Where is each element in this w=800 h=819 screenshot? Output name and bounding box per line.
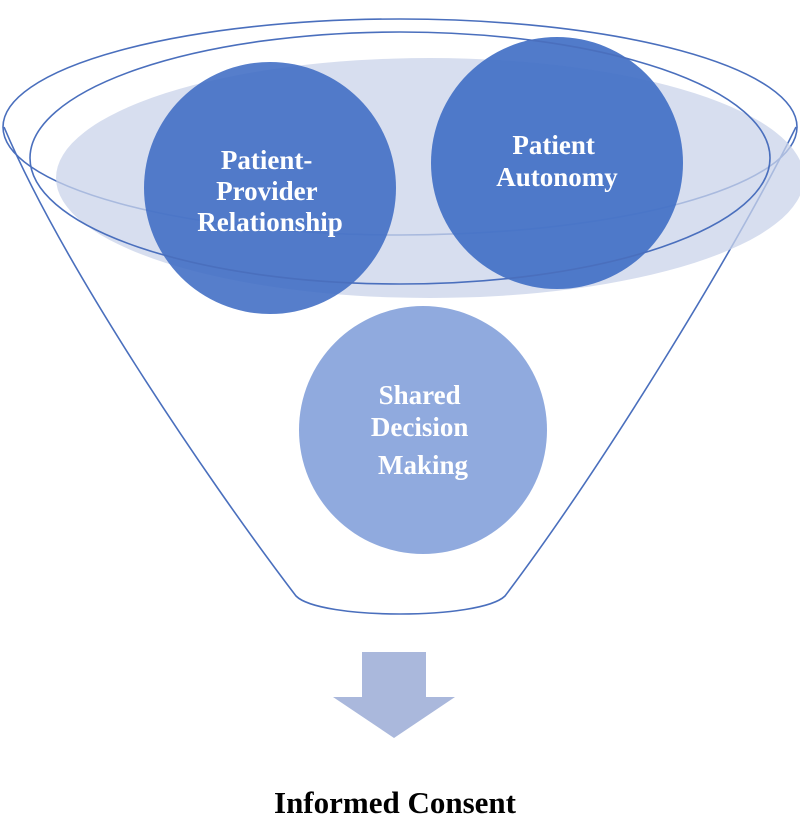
node-circle-shared-decision xyxy=(299,306,547,554)
node-circle-patient-provider xyxy=(144,62,396,314)
down-arrow-icon xyxy=(333,652,455,738)
node-label-line: Relationship xyxy=(197,207,343,237)
node-patient-autonomy: Patient Autonomy xyxy=(431,37,683,289)
node-label-line: Making xyxy=(378,450,469,480)
node-circle-patient-autonomy xyxy=(431,37,683,289)
node-label-line: Autonomy xyxy=(496,162,618,192)
node-label-line: Shared xyxy=(379,380,461,410)
node-shared-decision-making: Shared Decision Making xyxy=(299,306,547,554)
output-label: Informed Consent xyxy=(274,785,517,819)
node-label-line: Patient xyxy=(512,130,594,160)
node-label-patient-autonomy: Patient Autonomy xyxy=(496,130,618,192)
funnel-rim-inner xyxy=(29,31,771,285)
node-label-line: Patient- xyxy=(221,145,312,175)
node-patient-provider-relationship: Patient- Provider Relationship xyxy=(144,62,396,314)
node-label-shared-decision: Shared Decision Making xyxy=(371,380,475,480)
node-label-line: Provider xyxy=(216,176,317,206)
node-label-line: Decision xyxy=(371,412,469,442)
node-label-patient-provider: Patient- Provider Relationship xyxy=(197,145,343,237)
funnel-cone xyxy=(3,126,797,615)
